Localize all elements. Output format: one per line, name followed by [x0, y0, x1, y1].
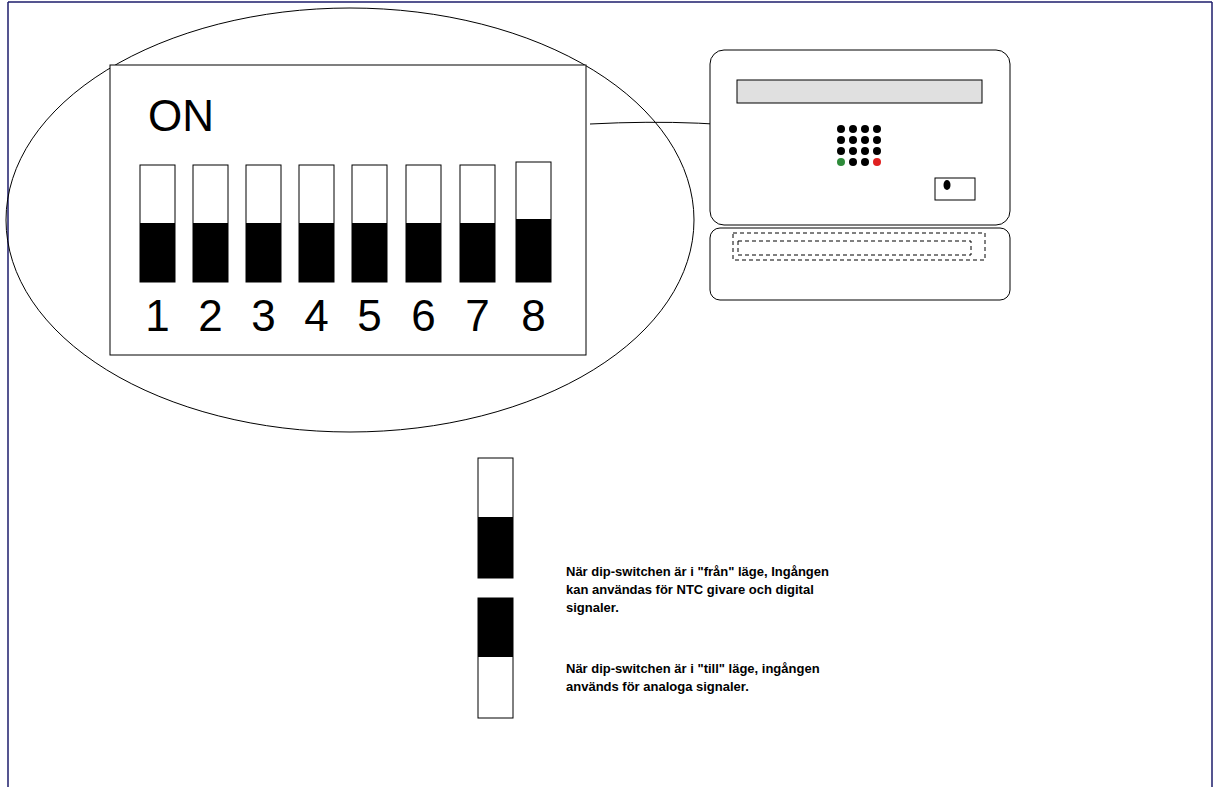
controller-device — [710, 50, 1010, 300]
switch-number: 8 — [521, 294, 545, 338]
device-body — [710, 50, 1010, 225]
switch-slot — [140, 165, 175, 282]
switch-number: 2 — [198, 294, 222, 338]
switch-off-knob — [478, 517, 513, 578]
switch-number: 5 — [357, 294, 381, 338]
switch-number: 6 — [411, 294, 435, 338]
key-dot — [873, 125, 881, 133]
key-dot — [873, 147, 881, 155]
key-dot — [837, 147, 845, 155]
dip-switch — [193, 165, 228, 282]
device-base — [710, 228, 1010, 300]
dip-switches — [140, 162, 551, 282]
switch-slot — [516, 162, 551, 282]
switch-knob — [406, 223, 441, 282]
switch-number: 7 — [465, 294, 489, 338]
switch-slot — [460, 165, 495, 282]
display — [737, 80, 982, 103]
switch-knob — [460, 223, 495, 282]
key-dot — [861, 147, 869, 155]
switch-dot — [944, 180, 951, 190]
switch-knob — [193, 223, 228, 282]
switch-slot — [193, 165, 228, 282]
key-dot — [861, 125, 869, 133]
key-dot — [837, 158, 845, 166]
magnifier-ellipse — [6, 8, 694, 432]
legend-text: När dip-switchen är i "till" läge, ingån… — [566, 660, 841, 696]
terminal-area — [733, 233, 985, 260]
legend-samples — [478, 458, 513, 718]
dip-switch — [246, 165, 281, 282]
dip-switch — [460, 165, 495, 282]
key-dot — [837, 136, 845, 144]
switch-knob — [299, 223, 334, 282]
dip-switch-panel — [110, 65, 586, 355]
key-dot — [849, 158, 857, 166]
dip-switch — [140, 165, 175, 282]
key-dot — [873, 136, 881, 144]
on-marking: ON — [148, 94, 214, 138]
switch-knob — [352, 223, 387, 282]
dip-switch — [406, 165, 441, 282]
key-dot — [849, 125, 857, 133]
key-dot — [861, 158, 869, 166]
switch-on-knob — [478, 598, 513, 657]
keypad — [837, 125, 881, 166]
dip-switch — [516, 162, 551, 282]
dip-switch — [352, 165, 387, 282]
dip-switch — [299, 165, 334, 282]
switch-number: 4 — [304, 294, 328, 338]
key-dot — [849, 136, 857, 144]
switch-knob — [516, 219, 551, 282]
page-frame — [8, 2, 1212, 787]
key-dot — [861, 136, 869, 144]
switch-off-sample — [478, 458, 513, 578]
terminal-strip — [738, 241, 971, 255]
switch-slot — [352, 165, 387, 282]
switch-knob — [246, 223, 281, 282]
legend-text: När dip-switchen är i "från" läge, Ingån… — [566, 563, 841, 617]
key-dot — [849, 147, 857, 155]
switch-slot — [406, 165, 441, 282]
switch-slot — [299, 165, 334, 282]
switch-knob — [140, 223, 175, 282]
switch-slot — [246, 165, 281, 282]
switch-number: 3 — [251, 294, 275, 338]
switch-number: 1 — [145, 294, 169, 338]
key-dot — [837, 125, 845, 133]
switch-cover — [935, 178, 975, 200]
key-dot — [873, 158, 881, 166]
switch-on-sample — [478, 598, 513, 718]
